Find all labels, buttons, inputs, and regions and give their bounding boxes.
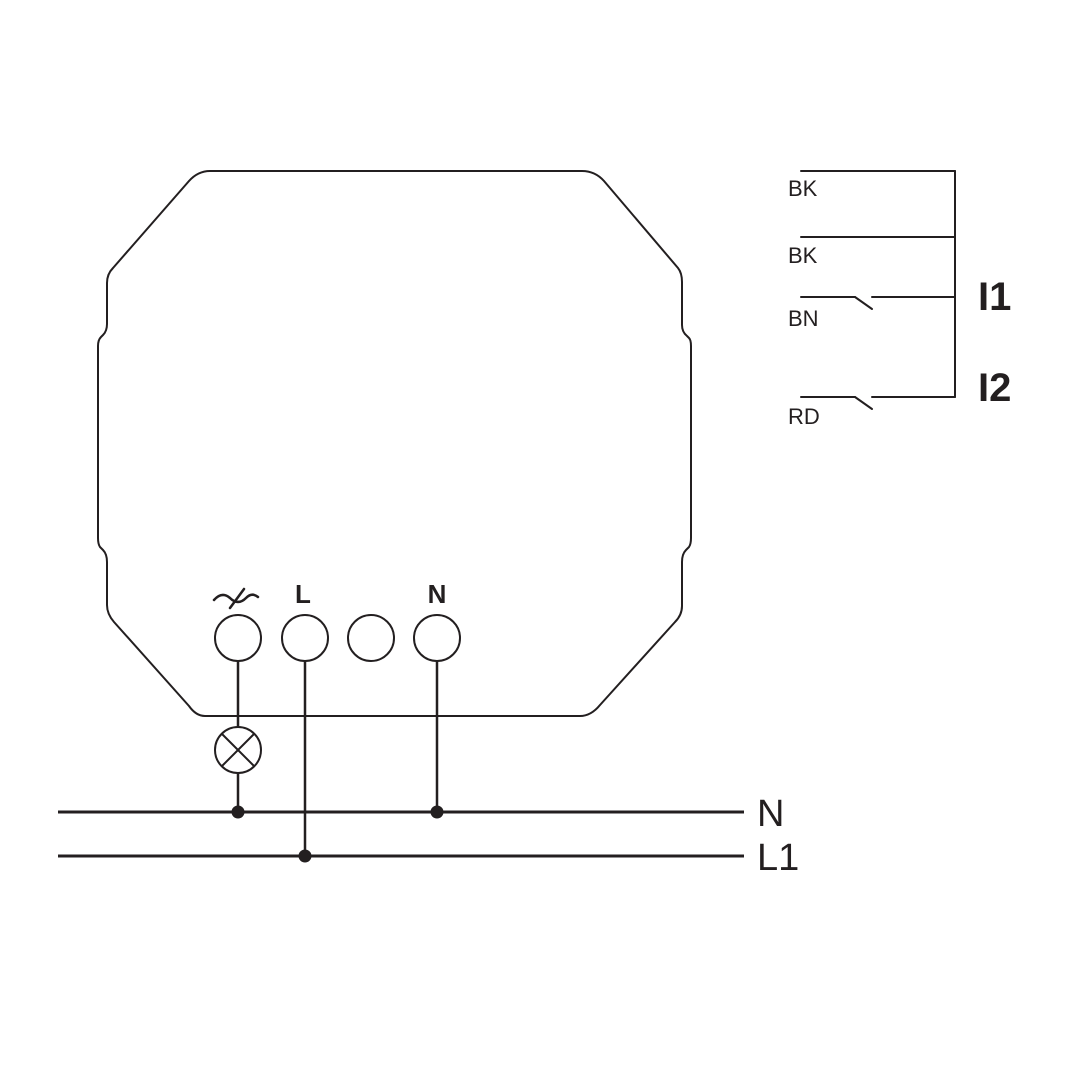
device-housing <box>97 170 692 717</box>
switch-contact-icon <box>854 396 873 410</box>
switch-contact-icon <box>854 296 873 310</box>
wire-label-rd: RD <box>788 404 820 429</box>
junction-dot <box>231 805 245 819</box>
dimmer-output-symbol-slash <box>228 587 246 610</box>
terminal-dimmed-output <box>214 614 262 662</box>
dimmer-output-symbol <box>212 593 260 604</box>
input-label-i2: I2 <box>978 366 1011 410</box>
bus-label-live: L1 <box>757 837 799 879</box>
input-wiring <box>800 170 956 410</box>
bus-label-neutral: N <box>757 793 784 835</box>
terminal-label-neutral: N <box>428 579 447 609</box>
wire-label-bk2: BK <box>788 243 818 268</box>
junction-dot <box>298 849 312 863</box>
junction-dot <box>430 805 444 819</box>
lamp-icon <box>214 726 262 774</box>
input-label-i1: I1 <box>978 275 1011 319</box>
terminal-unused <box>347 614 395 662</box>
wire-label-bk1: BK <box>788 176 818 201</box>
terminal-neutral <box>413 614 461 662</box>
wire-label-bn: BN <box>788 306 819 331</box>
terminal-live <box>281 614 329 662</box>
terminal-label-live: L <box>295 579 311 609</box>
